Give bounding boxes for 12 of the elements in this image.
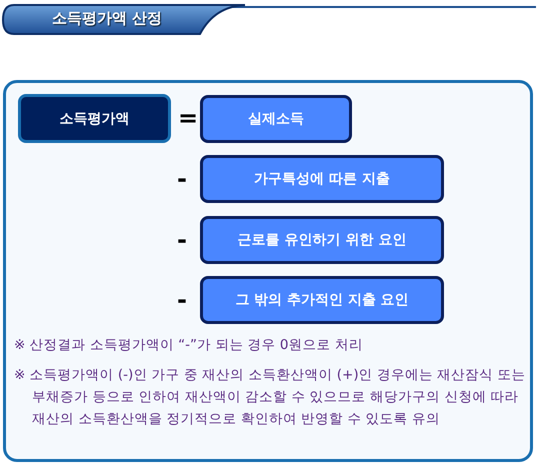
term-box: 실제소득 [200,95,352,143]
term-box: 가구특성에 따른 지출 [200,155,444,203]
note-text: ※ 소득평가액이 (-)인 가구 중 재산의 소득환산액이 (+)인 경우에는 재산잠식 또는 부채증가 등으로 인하여 재산액이 감소할 수 있으므로 해당가구의 신청에 따라 재산의 소득환산액을 정기적으로 확인하여 반영할 수 있도록 유의 [14,366,526,429]
equals-sign: = [178,106,198,130]
term-box: 근로를 유인하기 위한 요인 [200,216,444,264]
note-text: ※ 산정결과 소득평가액이 “-”가 되는 경우 0원으로 처리 [14,336,364,355]
minus-sign: - [177,167,187,191]
title: 소득평가액 산정 [52,9,162,28]
result-box: 소득평가액 [18,94,171,143]
minus-sign: - [177,228,187,252]
term-box: 그 밖의 추가적인 지출 요인 [200,276,444,324]
minus-sign: - [177,288,187,312]
